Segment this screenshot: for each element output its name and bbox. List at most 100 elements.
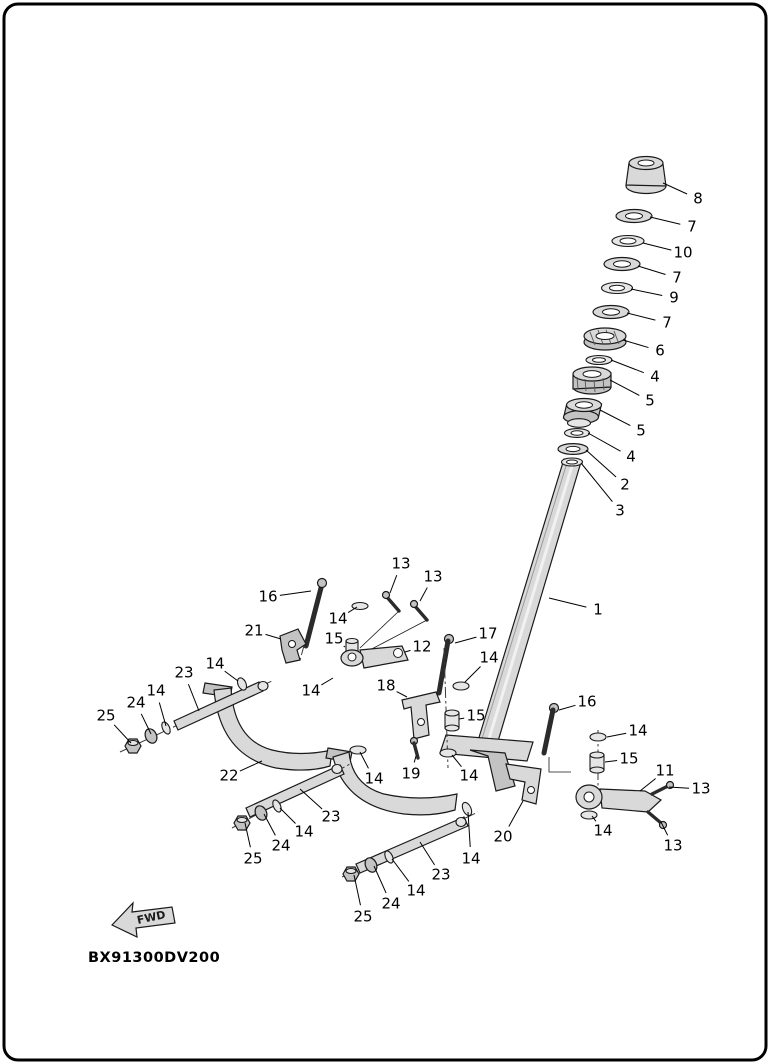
- washer-14-rodB: [272, 799, 282, 813]
- bolt-17: [436, 638, 451, 696]
- leader-line: [263, 813, 276, 836]
- callout-5: 5: [599, 409, 646, 440]
- leader-line: [389, 575, 398, 594]
- tie-rod-a: [119, 677, 273, 754]
- leader-line: [244, 822, 251, 848]
- washer-14-knuckle-bottom: [580, 810, 598, 820]
- leader-line: [158, 702, 167, 727]
- fork-bracket-20: [505, 763, 542, 805]
- callout-23: 23: [174, 664, 200, 712]
- leader-line: [279, 807, 296, 824]
- callout-label: 3: [615, 502, 625, 520]
- callout-label: 25: [96, 707, 115, 725]
- callout-14: 14: [391, 858, 426, 900]
- callout-14: 14: [451, 754, 479, 785]
- capnut-25-rodA: [124, 738, 142, 754]
- leader-line: [458, 717, 465, 720]
- capnut-25-rodC: [342, 866, 360, 882]
- callout-4: 4: [587, 432, 636, 466]
- callout-14: 14: [464, 649, 499, 683]
- leader-line: [451, 754, 462, 767]
- drawing-code: BX91300DV200: [88, 950, 220, 966]
- leader-line: [587, 432, 621, 452]
- leader-line: [265, 633, 282, 640]
- leader-line: [660, 821, 669, 836]
- washer-7c: [592, 304, 630, 320]
- leader-line: [321, 677, 334, 686]
- callout-14: 14: [606, 722, 648, 740]
- callout-label: 24: [271, 837, 290, 855]
- callout-13: 13: [660, 821, 683, 855]
- leader-line: [649, 216, 681, 225]
- callout-14: 14: [328, 606, 358, 628]
- callout-13: 13: [668, 780, 711, 798]
- callout-label: 17: [478, 625, 497, 643]
- leader-line: [347, 606, 358, 614]
- nut-24-rodA: [144, 728, 158, 744]
- callout-13: 13: [389, 555, 411, 594]
- leader-line: [239, 760, 263, 772]
- bolt-19: [412, 741, 420, 760]
- sleeve-15c: [589, 751, 605, 774]
- callout-2: 2: [585, 449, 630, 494]
- leader-line: [419, 841, 435, 866]
- callout-22: 22: [219, 760, 263, 785]
- steering-lever-12: [340, 645, 409, 669]
- callout-3: 3: [580, 462, 625, 520]
- leader-line: [396, 691, 408, 698]
- callout-7: 7: [626, 312, 672, 332]
- leader-line: [548, 597, 587, 608]
- nut-24-rodC: [364, 857, 378, 873]
- clamp-bracket-18: [401, 691, 441, 740]
- steering-shaft: [439, 458, 582, 792]
- callout-label: 13: [691, 780, 710, 798]
- callout-label: 15: [619, 750, 638, 768]
- leader-line: [609, 379, 640, 396]
- callout-label: 14: [205, 655, 224, 673]
- callout-label: 4: [626, 448, 636, 466]
- callout-17: 17: [454, 625, 498, 644]
- leader-line: [630, 288, 663, 297]
- leader-line: [604, 759, 618, 763]
- leader-line: [391, 858, 410, 882]
- bearing-6: [583, 327, 627, 351]
- leader-line: [626, 312, 656, 321]
- washer-14-armc: [439, 748, 457, 758]
- bolt-16-left: [303, 581, 325, 649]
- callout-18: 18: [376, 677, 408, 698]
- leader-line: [668, 786, 690, 789]
- callout-label: 14: [628, 722, 647, 740]
- stud-13c: [650, 784, 670, 796]
- knuckle-arm-11: [575, 784, 663, 813]
- callout-label: 1: [593, 601, 603, 619]
- callout-7: 7: [649, 216, 697, 236]
- callout-23: 23: [419, 841, 451, 884]
- callout-label: 5: [645, 392, 655, 410]
- washer-14-rodC: [384, 850, 394, 864]
- callout-14: 14: [205, 655, 239, 682]
- callout-label: 4: [650, 368, 660, 386]
- callout-24: 24: [373, 865, 401, 913]
- leader-line: [343, 645, 346, 648]
- callout-label: 2: [620, 476, 630, 494]
- washer-14-17: [452, 681, 470, 691]
- callout-label: 14: [328, 610, 347, 628]
- callout-label: 11: [655, 762, 674, 780]
- callout-label: 15: [466, 707, 485, 725]
- leader-line: [140, 713, 152, 735]
- callout-label: 24: [381, 895, 400, 913]
- washer-14-knuckle-top: [589, 732, 607, 742]
- leader-line: [591, 815, 597, 822]
- callout-25: 25: [243, 822, 263, 868]
- steering-arm-assembly: [279, 577, 470, 769]
- leader-line: [662, 182, 688, 195]
- callout-label: 13: [423, 568, 442, 586]
- callout-label: 6: [655, 342, 665, 360]
- callout-10: 10: [642, 242, 693, 262]
- leader-line: [642, 242, 672, 251]
- washer-2: [557, 443, 589, 456]
- shaft-mouth-3: [560, 457, 584, 467]
